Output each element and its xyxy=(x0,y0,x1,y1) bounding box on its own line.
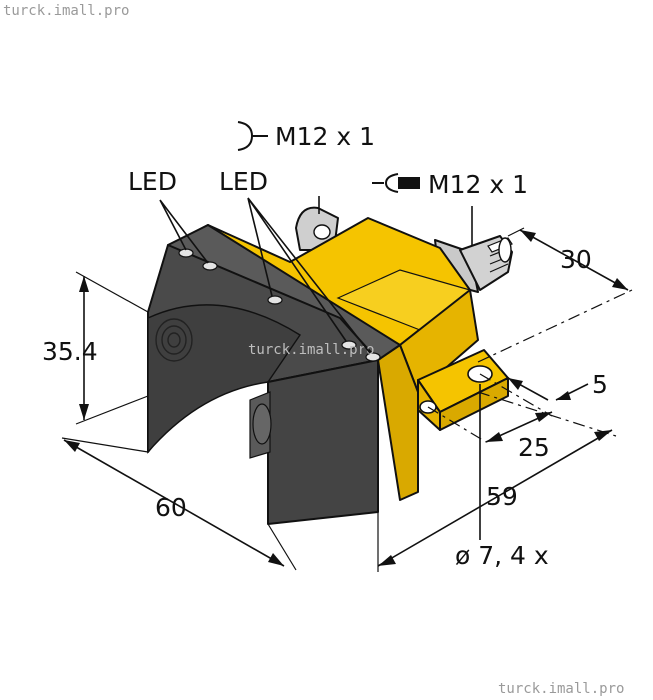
led-indicator-5 xyxy=(365,352,381,362)
watermark-top: turck.imall.pro xyxy=(3,3,129,19)
dimension-lines xyxy=(61,227,633,572)
watermark-center: turck.imall.pro xyxy=(248,342,374,358)
yellow-housing xyxy=(179,217,479,501)
dim-mounting-holes: ø 7, 4 x xyxy=(455,541,549,570)
watermark-bottom: turck.imall.pro xyxy=(498,681,624,697)
led-leaders xyxy=(159,197,371,354)
dim-hole-spacing: 25 xyxy=(518,433,550,462)
dim-depth-total: 59 xyxy=(486,482,518,511)
male-connector-label: M12 x 1 xyxy=(428,170,528,199)
dim-flange-thickness: 5 xyxy=(592,370,608,399)
lens-outer-ring xyxy=(155,318,193,362)
mounting-flange xyxy=(417,349,509,431)
led-label-left: LED xyxy=(128,167,177,196)
led-indicator-3 xyxy=(267,295,283,305)
led-indicator-4 xyxy=(341,340,357,350)
dim-depth-connector: 30 xyxy=(560,245,592,274)
female-connector-label: M12 x 1 xyxy=(275,122,375,151)
dim-width: 60 xyxy=(155,493,187,522)
female-connector-symbol-icon xyxy=(237,121,268,151)
male-connector-symbol-icon xyxy=(372,173,420,193)
led-label-right: LED xyxy=(219,167,268,196)
led-indicator-2 xyxy=(202,261,218,271)
led-indicator-1 xyxy=(178,248,194,258)
female-connector xyxy=(295,206,339,251)
dim-height: 35.4 xyxy=(42,337,98,366)
gray-body xyxy=(147,224,401,525)
